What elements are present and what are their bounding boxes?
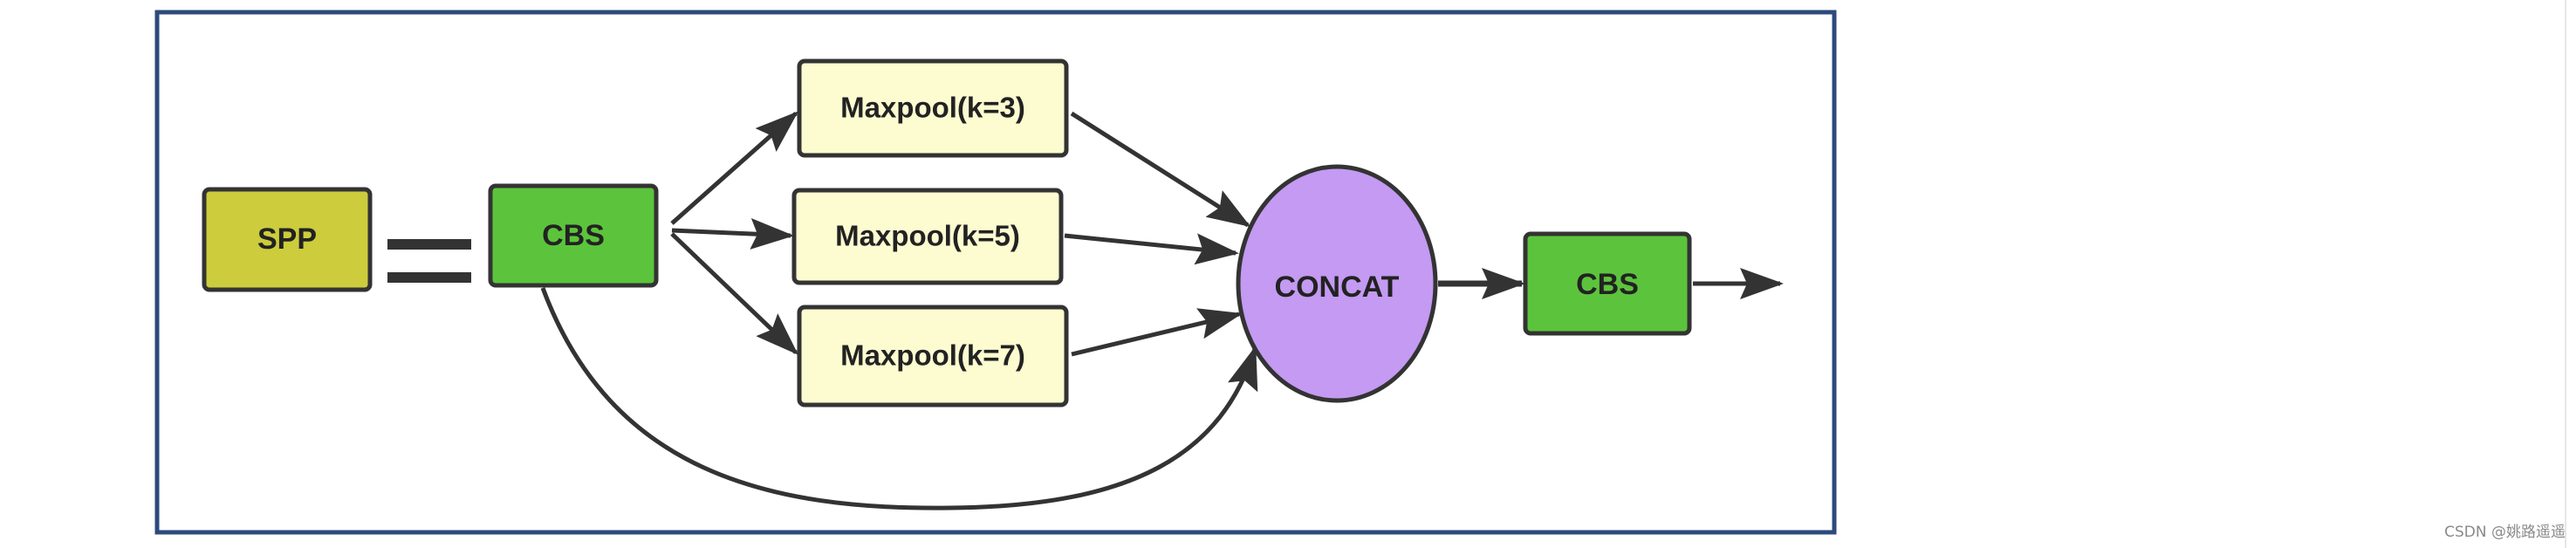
edge-cbs-skip-to-concat bbox=[540, 287, 1258, 510]
edge-cbs-to-maxpool-k7 bbox=[670, 232, 798, 355]
cbs-output-node: CBS bbox=[1523, 231, 1692, 336]
maxpool-k5-node: Maxpool(k=5) bbox=[791, 188, 1064, 285]
maxpool-k3-label: Maxpool(k=3) bbox=[840, 92, 1025, 124]
concat-label: CONCAT bbox=[1275, 271, 1400, 304]
edge-maxpool-k7-to-concat bbox=[1071, 308, 1243, 357]
cbs-input-label: CBS bbox=[542, 219, 605, 252]
maxpool-k7-node: Maxpool(k=7) bbox=[797, 305, 1069, 408]
spp-node: SPP bbox=[202, 187, 373, 292]
edge-maxpool-k3-to-concat bbox=[1070, 111, 1251, 228]
page-divider bbox=[2565, 0, 2566, 548]
spp-label: SPP bbox=[257, 223, 317, 256]
cbs-output-label: CBS bbox=[1576, 268, 1639, 301]
maxpool-k3-node: Maxpool(k=3) bbox=[797, 58, 1069, 158]
maxpool-k5-label: Maxpool(k=5) bbox=[835, 220, 1020, 252]
concat-node: CONCAT bbox=[1236, 164, 1438, 403]
csdn-watermark: CSDN @姚路遥遥 bbox=[2444, 524, 2566, 541]
cbs-input-node: CBS bbox=[488, 183, 659, 288]
equals-sign bbox=[387, 239, 471, 283]
edge-cbs-to-maxpool-k3 bbox=[670, 111, 798, 225]
maxpool-k7-label: Maxpool(k=7) bbox=[840, 339, 1025, 372]
edge-cbs-to-maxpool-k5 bbox=[671, 217, 794, 250]
edge-maxpool-k5-to-concat bbox=[1064, 233, 1239, 265]
